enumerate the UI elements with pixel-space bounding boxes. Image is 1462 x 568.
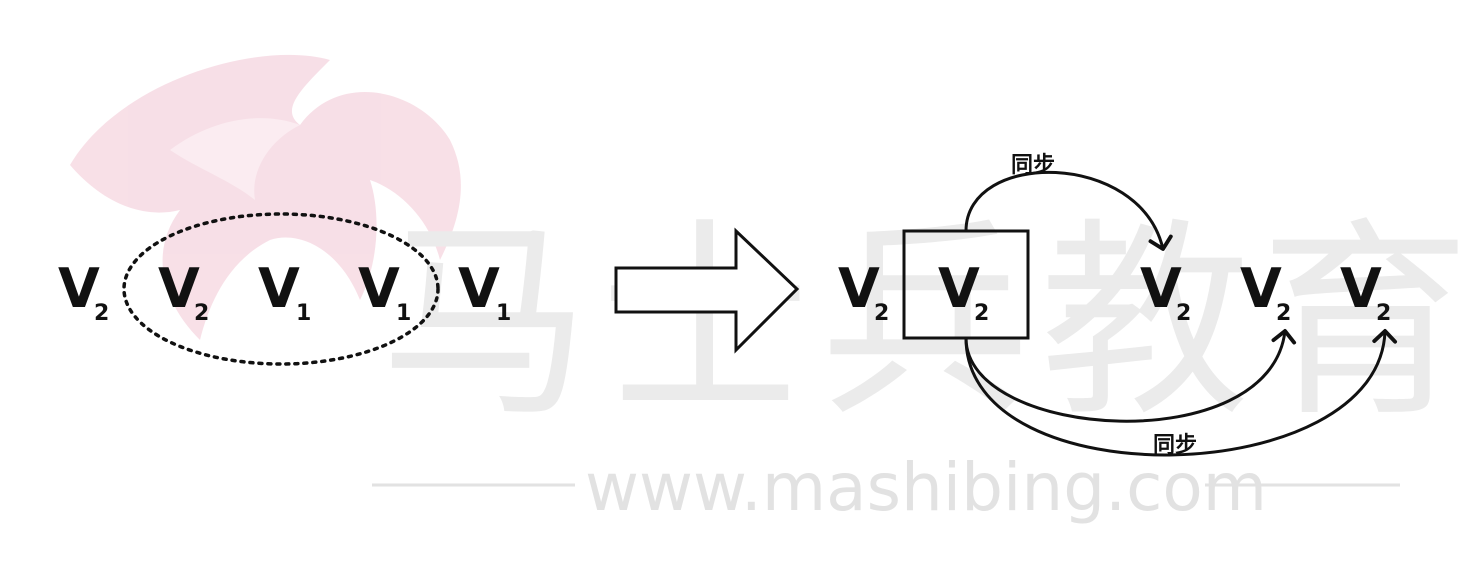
before-item-5-letter: V xyxy=(458,257,500,320)
sync-arrow-bottom-1 xyxy=(964,329,1297,423)
sync-arrow-bottom-2 xyxy=(964,329,1397,457)
before-item-1-letter: V xyxy=(58,257,100,320)
after-item-2-sub: 2 xyxy=(974,301,989,326)
watermark-chinese-text: 马士兵教育 xyxy=(380,200,1462,445)
dotted-group-ellipse xyxy=(122,212,440,366)
after-item-5-sub: 2 xyxy=(1376,301,1391,326)
watermark-url-text: www.mashibing.com xyxy=(585,449,1267,526)
transform-arrow xyxy=(614,227,800,354)
after-item-3-letter: V xyxy=(1140,257,1182,320)
before-item-4-sub: 1 xyxy=(396,301,411,326)
sync-arrow-top xyxy=(964,170,1173,251)
sequence-before: V 2 V 2 V 1 V 1 V 1 xyxy=(58,257,511,326)
before-item-3-sub: 1 xyxy=(296,301,311,326)
after-item-3-sub: 2 xyxy=(1176,301,1191,326)
after-item-2-letter: V xyxy=(938,257,980,320)
watermark-url-group: www.mashibing.com xyxy=(372,449,1400,526)
before-item-4-letter: V xyxy=(358,257,400,320)
after-item-5-letter: V xyxy=(1340,257,1382,320)
before-item-2-sub: 2 xyxy=(194,301,209,326)
before-item-5-sub: 1 xyxy=(496,301,511,326)
before-item-1-sub: 2 xyxy=(94,301,109,326)
after-item-4-sub: 2 xyxy=(1276,301,1291,326)
sync-label-top: 同步 xyxy=(1011,152,1055,178)
before-item-2-letter: V xyxy=(158,257,200,320)
sequence-after: V 2 V 2 V 2 V 2 V 2 xyxy=(838,229,1391,340)
before-item-3-letter: V xyxy=(258,257,300,320)
after-item-4-letter: V xyxy=(1240,257,1282,320)
sync-label-bottom: 同步 xyxy=(1153,432,1197,458)
watermark-logo xyxy=(70,54,461,341)
after-item-1-sub: 2 xyxy=(874,301,889,326)
after-item-1-letter: V xyxy=(838,257,880,320)
